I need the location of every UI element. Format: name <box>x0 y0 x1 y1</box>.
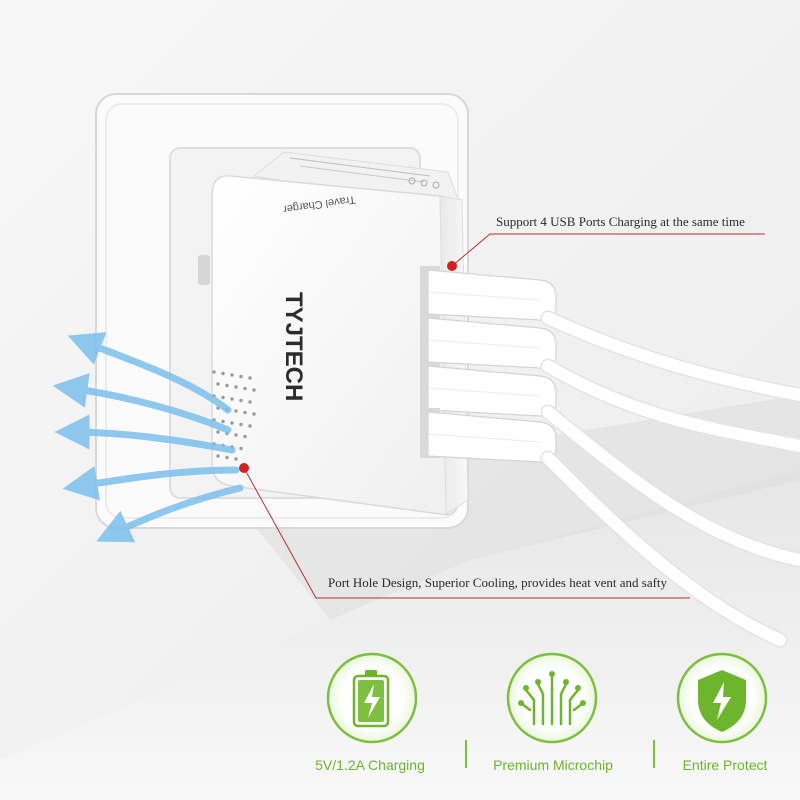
vent-hole <box>252 388 256 392</box>
vent-hole <box>225 383 229 388</box>
vent-hole <box>225 455 229 460</box>
shadow <box>250 395 800 620</box>
usb-plug-edge <box>427 387 541 397</box>
vent-hole <box>239 446 243 451</box>
feature-divider <box>653 740 655 768</box>
feature-label-microchip: Premium Microchip <box>493 757 613 773</box>
feature-label-protect: Entire Protect <box>682 757 768 773</box>
vent-hole <box>221 395 225 400</box>
vent-hole <box>234 385 238 389</box>
vent-hole <box>243 434 247 439</box>
battery-charging-icon <box>326 652 418 744</box>
vent-holes <box>212 370 256 461</box>
brand-logo: TYJTECH <box>280 292 307 401</box>
vent-hole <box>216 430 220 434</box>
vent-hole <box>243 386 247 391</box>
vent-hole <box>221 371 225 376</box>
vent-hole <box>252 412 256 416</box>
vent-hole <box>248 376 252 380</box>
usb-cables <box>540 310 800 648</box>
vent-hole <box>230 421 234 425</box>
usb-plug-edge <box>427 433 541 443</box>
callout-usb-line <box>447 233 765 271</box>
feature-divider <box>465 740 467 768</box>
usb-plug-edge <box>427 339 541 349</box>
vent-hole <box>243 410 247 415</box>
vent-hole <box>239 374 243 379</box>
vent-hole <box>216 454 220 458</box>
callout-cooling: Port Hole Design, Superior Cooling, prov… <box>328 575 668 590</box>
microchip-icon <box>506 652 598 744</box>
vent-hole <box>212 370 216 374</box>
vent-hole <box>221 419 225 424</box>
vent-hole <box>234 433 238 437</box>
vent-hole <box>248 400 252 404</box>
callout-usb-ports: Support 4 USB Ports Charging at the same… <box>496 214 745 229</box>
vent-hole <box>239 398 243 403</box>
airflow-arrows <box>52 332 244 543</box>
usb-plugs <box>420 266 557 463</box>
floor <box>0 470 800 800</box>
vent-hole <box>216 382 220 386</box>
feature-label-charging: 5V/1.2A Charging <box>315 757 425 773</box>
vent-hole <box>230 397 234 401</box>
vent-hole <box>239 422 243 427</box>
vent-hole <box>230 373 234 377</box>
vent-hole <box>248 424 252 428</box>
vent-hole <box>234 457 238 461</box>
callout-cooling-line <box>239 463 690 599</box>
shield-bolt-icon <box>676 652 768 744</box>
vent-hole <box>234 409 238 413</box>
usb-plug-edge <box>427 291 541 301</box>
